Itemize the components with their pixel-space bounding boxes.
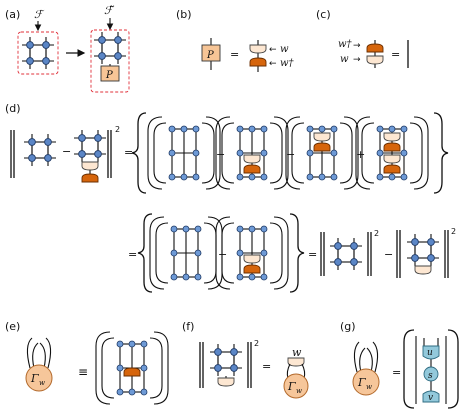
brace-left: [137, 213, 153, 293]
panel-b: (b) P = ← w ← w†: [176, 8, 295, 72]
svg-text:P: P: [206, 50, 214, 61]
symbol-w: w: [280, 44, 289, 55]
symbol-w: w: [340, 54, 349, 65]
brace-right: [433, 112, 449, 194]
panel-label-b: (b): [176, 8, 192, 21]
svg-text:v: v: [428, 393, 433, 403]
svg-text:2: 2: [254, 339, 259, 348]
svg-text:s: s: [428, 371, 433, 381]
tensor-s: [423, 366, 439, 382]
svg-text:=: =: [392, 366, 401, 379]
isometry-w-dagger: [366, 43, 384, 53]
panel-a: (a) ℱ ℱ̃ P: [5, 4, 130, 93]
svg-text:+: +: [356, 148, 365, 161]
svg-text:→: →: [353, 55, 361, 65]
isometry-w: [287, 357, 305, 367]
projector-P: [201, 44, 221, 62]
svg-text:=: =: [262, 360, 271, 373]
svg-text:2: 2: [115, 125, 120, 134]
panel-label-g: (g): [340, 320, 356, 333]
panel-e: (e) Γ w ≡: [5, 320, 169, 405]
svg-text:−: −: [62, 145, 71, 158]
svg-text:=: =: [128, 248, 137, 261]
gamma-tensor: [25, 364, 53, 392]
panel-d: (d) − 2 = − − + = − = 2 − 2: [5, 102, 456, 293]
tensor-v: [422, 390, 440, 403]
symbol-w-dagger: w†: [280, 58, 295, 69]
tensor-u: [422, 345, 440, 360]
lattice-2x2: [93, 31, 127, 65]
symbol-P: P: [105, 70, 113, 81]
symbol-F-tilde: ℱ̃: [104, 4, 115, 17]
svg-text:←: ←: [269, 59, 277, 69]
svg-text:w: w: [296, 387, 302, 395]
projector-P: [100, 65, 120, 82]
gamma-tensor: [283, 373, 309, 399]
equals-sign: =: [391, 48, 400, 61]
paren-right: [447, 329, 459, 409]
svg-text:w: w: [366, 383, 372, 391]
svg-text:w: w: [39, 379, 45, 387]
svg-text:=: =: [308, 248, 317, 261]
symbol-F: ℱ: [34, 8, 45, 21]
panel-g: (g) Γ w = u s v: [340, 320, 459, 409]
isometry-w: [366, 55, 384, 65]
svg-text:←: ←: [269, 45, 277, 55]
svg-text:Γ: Γ: [287, 380, 296, 393]
svg-text:w: w: [292, 346, 302, 359]
lattice-2x2: [21, 36, 55, 70]
paren-left: [403, 329, 415, 409]
panel-label-e: (e): [5, 320, 20, 333]
panel-label-a: (a): [5, 8, 20, 21]
brace-right: [289, 213, 305, 293]
svg-text:≡: ≡: [78, 365, 88, 379]
svg-text:Γ: Γ: [357, 376, 366, 389]
panel-f: (f) 2 = w Γ w: [182, 320, 309, 399]
svg-text:Γ: Γ: [30, 372, 39, 385]
svg-text:−: −: [218, 248, 227, 261]
svg-text:2: 2: [374, 229, 379, 238]
svg-text:2: 2: [451, 227, 456, 236]
svg-text:=: =: [124, 146, 133, 159]
equals-sign: =: [230, 48, 239, 61]
panel-label-d: (d): [5, 102, 21, 115]
svg-text:−: −: [286, 148, 295, 161]
panel-label-c: (c): [316, 8, 331, 21]
svg-text:u: u: [427, 348, 433, 358]
brace-left: [131, 112, 147, 194]
isometry-w-dagger: [249, 57, 267, 67]
dashed-region: [90, 29, 130, 93]
panel-c: (c) w† → w → =: [316, 8, 409, 68]
gamma-tensor: [352, 368, 380, 396]
isometry-w: [249, 44, 267, 54]
panel-label-f: (f): [182, 320, 194, 333]
dashed-region: [17, 31, 59, 75]
svg-text:−: −: [216, 148, 225, 161]
symbol-w-dagger: w†: [338, 39, 353, 50]
svg-text:→: →: [353, 41, 361, 51]
svg-text:−: −: [384, 248, 393, 261]
